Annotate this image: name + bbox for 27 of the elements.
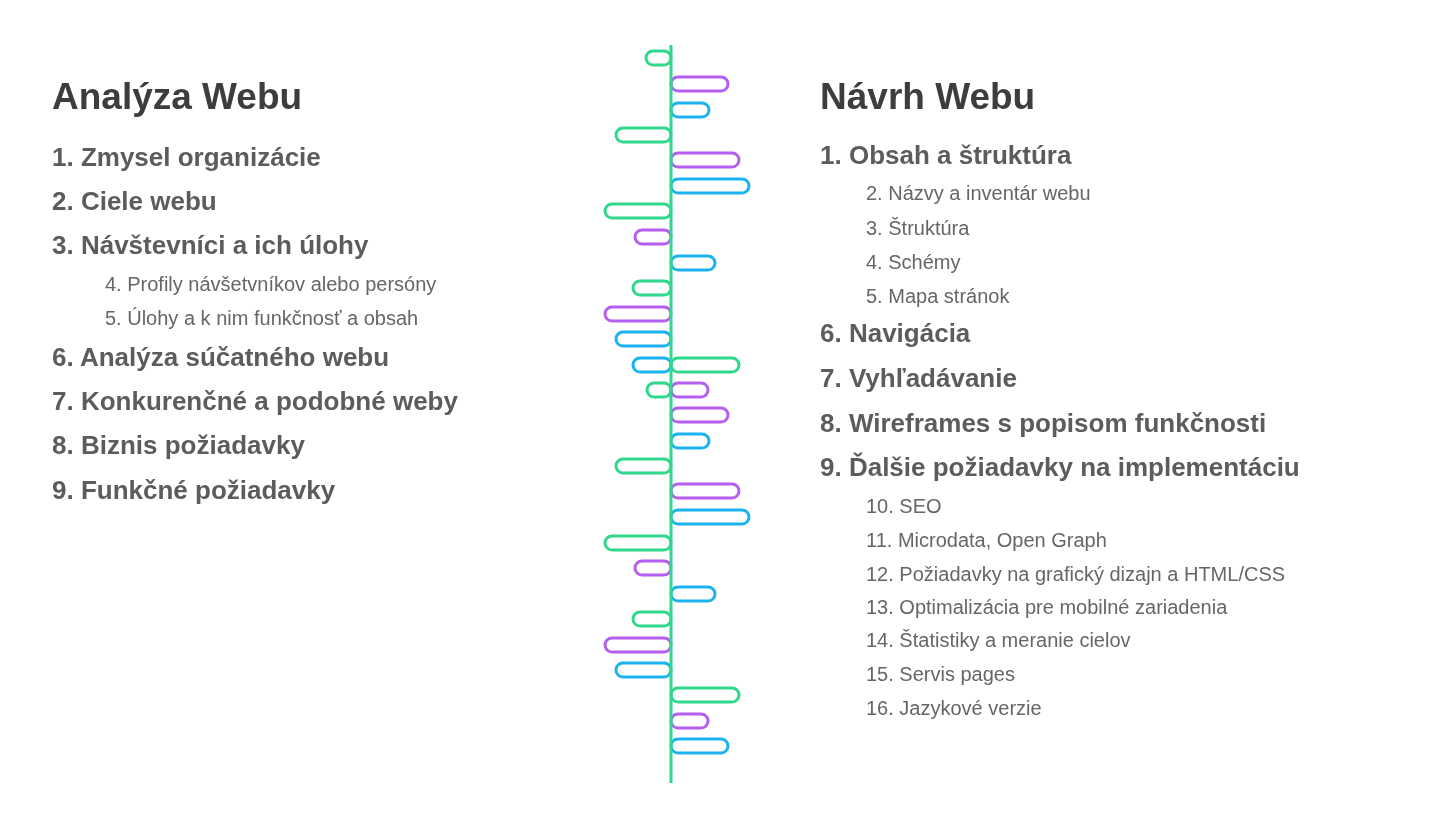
list-item: 3. Návštevníci a ich úlohy [52,230,369,260]
list-item: 8. Wireframes s popisom funkčnosti [820,408,1267,438]
list-item: 2. Názvy a inventár webu [866,182,1091,204]
list-item: 6. Analýza súčatného webu [52,342,390,372]
list-item: 5. Úlohy a k nim funkčnosť a obsah [105,307,419,329]
list-item: 12. Požiadavky na grafický dizajn a HTML/CSS [866,563,1286,585]
list-item: 16. Jazykové verzie [866,697,1042,719]
list-item: 13. Optimalizácia pre mobilné zariadenia [866,596,1228,618]
heading: Analýza Webu [52,76,303,118]
list-item: 9. Funkčné požiadavky [52,475,336,505]
list-item: 9. Ďalšie požiadavky na implementáciu [820,452,1300,482]
list-item: 8. Biznis požiadavky [52,430,305,460]
list-item: 4. Schémy [866,251,961,273]
list-item: 4. Profily návšetvníkov alebo persóny [105,273,437,295]
list-item: 6. Navigácia [820,318,971,348]
list-item: 15. Servis pages [866,663,1015,685]
list-item: 14. Štatistiky a meranie cielov [866,629,1131,651]
list-item: 7. Vyhľadávanie [820,363,1017,393]
list-item: 1. Obsah a štruktúra [820,140,1072,170]
list-item: 5. Mapa stránok [866,285,1010,307]
list-item: 7. Konkurenčné a podobné weby [52,386,458,416]
list-item: 1. Zmysel organizácie [52,142,321,172]
list-item: 2. Ciele webu [52,186,217,216]
list-item: 11. Microdata, Open Graph [866,529,1107,551]
heading: Návrh Webu [820,76,1036,118]
list-item: 3. Štruktúra [866,217,970,239]
list-item: 10. SEO [866,495,942,517]
